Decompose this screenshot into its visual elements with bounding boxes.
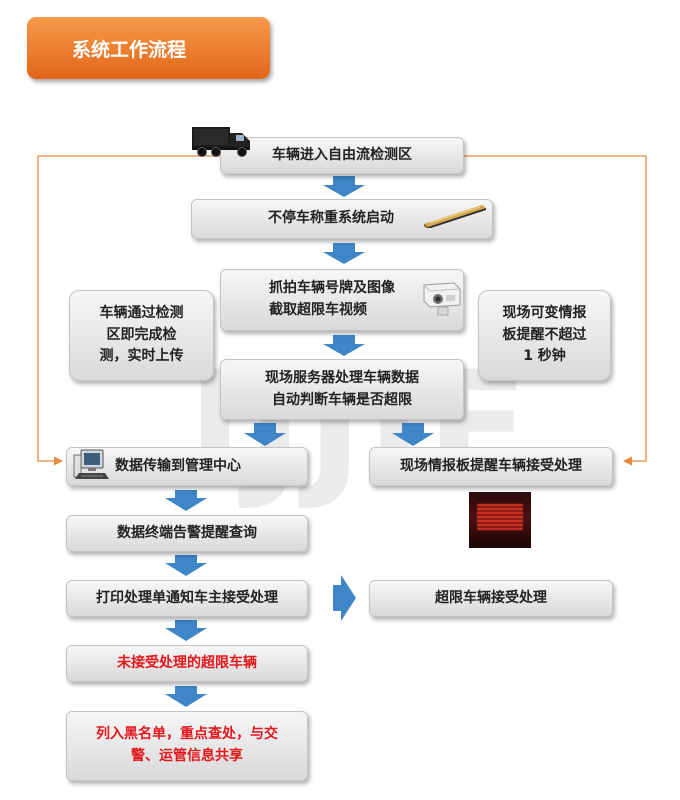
step-print: 打印处理单通知车主接受处理 [66,580,308,617]
arrow-6 [165,490,207,511]
camera-icon [423,282,461,316]
computer-icon [73,449,109,479]
led-display-icon [469,492,531,548]
step-transfer: 数据传输到管理中心 [66,447,308,486]
flow-arrows [165,176,434,707]
page-title: 系统工作流程 [27,17,270,79]
step-vehicle-enter: 车辆进入自由流检测区 [220,137,464,174]
arrow-9 [165,686,207,707]
arrow-4 [244,423,286,446]
truck-icon [192,127,250,157]
arrow-7 [165,555,207,576]
arrow-8 [165,620,207,641]
arrow-5 [392,423,434,446]
arrow-2 [323,243,365,264]
arrow-right [333,575,356,621]
step-capture: 抓拍车辆号牌及图像 截取超限车视频 [220,269,464,331]
step-process: 现场服务器处理车辆数据 自动判断车辆是否超限 [220,359,464,420]
right-loop-connector [464,155,647,466]
step-unaccepted: 未接受处理的超限车辆 [66,645,308,682]
step-terminal: 数据终端告警提醒查询 [66,515,308,552]
note-left: 车辆通过检测 区即完成检 测，实时上传 [69,290,214,381]
weigh-sensor-icon [424,205,486,228]
note-right: 现场可变情报 板提醒不超过 1 秒钟 [478,290,611,381]
step-blacklist: 列入黑名单，重点查处，与交 警、运管信息共享 [66,711,308,781]
step-overlimit-accept: 超限车辆接受处理 [369,580,613,617]
arrow-3 [323,335,365,356]
arrow-1 [323,176,365,197]
step-board-remind: 现场情报板提醒车辆接受处理 [369,447,613,486]
left-loop-connector [37,155,220,466]
